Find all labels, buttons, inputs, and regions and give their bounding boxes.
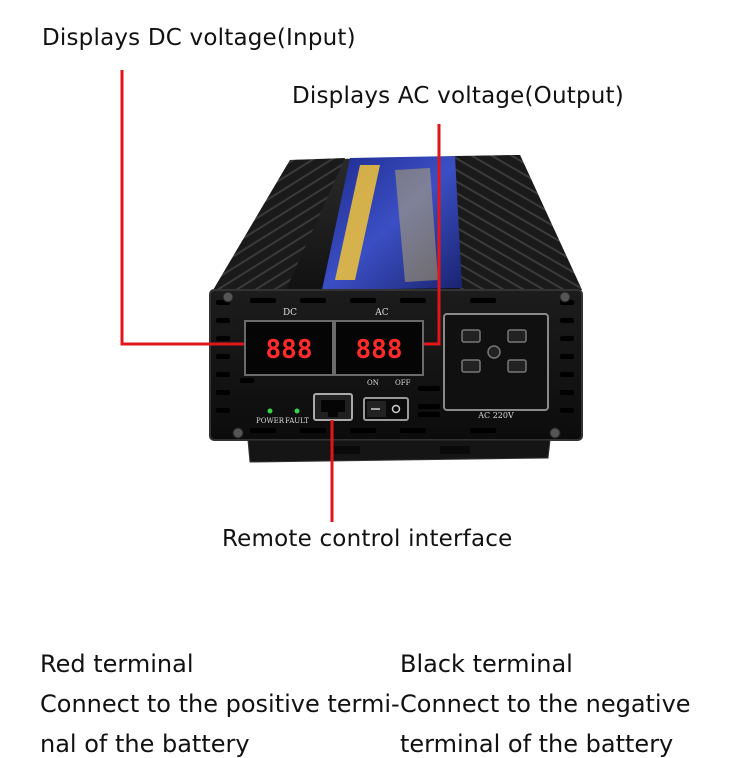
switch-on-label: ON	[367, 379, 379, 387]
fault-led-icon	[294, 408, 300, 414]
ac-voltage-display: AC 888	[334, 308, 424, 376]
red-terminal-title: Red terminal	[40, 650, 194, 678]
switch-off-label: OFF	[395, 379, 411, 387]
screw-icon	[222, 291, 571, 439]
callout-lines	[120, 70, 441, 522]
dc-readout: 888	[266, 335, 313, 365]
inverter-top-housing	[212, 155, 582, 292]
red-terminal-desc-line1: Connect to the positive termi-	[40, 690, 400, 718]
ac-outlet-socket: AC 220V	[443, 313, 549, 420]
mounting-base	[247, 439, 551, 463]
red-terminal-desc-line2: nal of the battery	[40, 730, 250, 758]
ac-readout: 888	[356, 335, 403, 365]
black-terminal-title: Black terminal	[400, 650, 573, 678]
black-terminal-desc-line1: Connect to the negative	[400, 690, 691, 718]
dc-voltage-callout: Displays DC voltage(Input)	[42, 25, 356, 51]
dc-callout-line	[120, 70, 244, 346]
ac-voltage-callout: Displays AC voltage(Output)	[292, 83, 624, 109]
remote-control-callout: Remote control interface	[222, 526, 513, 552]
socket-voltage-label: AC 220V	[477, 411, 514, 420]
power-led-icon	[267, 408, 273, 414]
switch-off-icon	[391, 404, 401, 414]
black-terminal-desc-line2: terminal of the battery	[400, 730, 674, 758]
power-led-label: POWER	[256, 417, 285, 425]
inverter-photo: DC 888 AC 888 AC 220V ON OFF POWER FAU	[120, 70, 583, 522]
ac-callout-line	[424, 124, 441, 346]
remote-control-port	[313, 393, 353, 421]
ac-label: AC	[374, 308, 388, 318]
dc-label: DC	[283, 308, 297, 318]
fault-led-label: FAULT	[285, 417, 309, 425]
dc-voltage-display: DC 888	[244, 308, 334, 376]
power-switch[interactable]: ON OFF	[363, 379, 411, 421]
status-leds: POWER FAULT	[256, 408, 309, 425]
